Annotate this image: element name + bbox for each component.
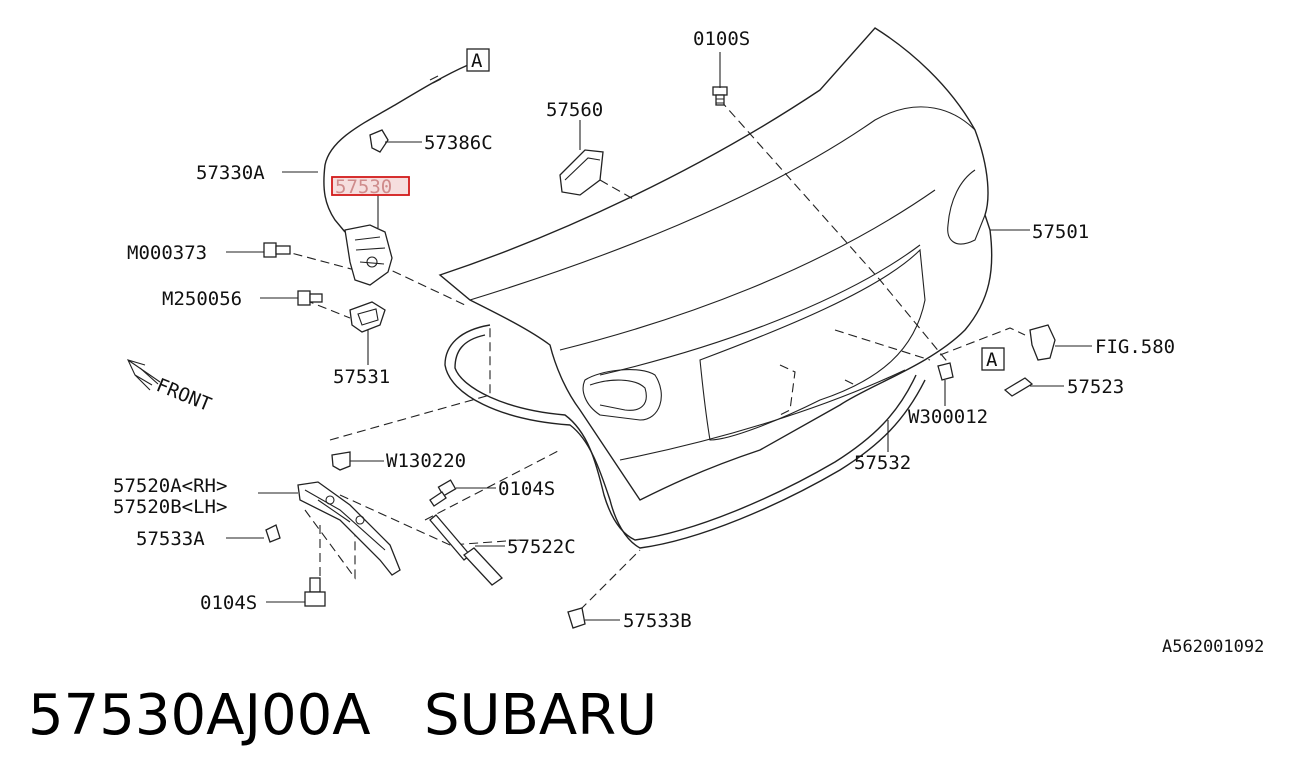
bolt-m000373 — [263, 242, 291, 258]
cable-57330a — [323, 64, 469, 233]
guide-lines — [279, 99, 1026, 611]
label-w130220: W130220 — [386, 450, 466, 472]
part-57560 — [559, 149, 604, 196]
label-fig580[interactable]: FIG.580 — [1095, 336, 1175, 358]
label-0100s-top: 0100S — [693, 28, 750, 50]
lock-57530 — [344, 224, 393, 286]
label-0104s-low: 0104S — [200, 592, 257, 614]
label-57531: 57531 — [333, 366, 390, 388]
leader-lines — [226, 52, 1092, 621]
parts-diagram: A A 0100S 57560 57386C 57330A 57530 M000… — [113, 27, 1264, 657]
marker-a-top-box — [466, 48, 490, 72]
weatherstrip — [444, 324, 926, 549]
striker-57531 — [349, 301, 386, 333]
caption-part-number: 57530AJ00A — [28, 683, 371, 748]
marker-a-right-box — [981, 347, 1005, 371]
highlight-box-57530 — [331, 176, 410, 196]
latch-fig580 — [1029, 324, 1056, 361]
bumper-57533b — [567, 607, 586, 629]
label-57523: 57523 — [1067, 376, 1124, 398]
bolt-0100s-top — [712, 86, 728, 106]
bolt-m250056 — [297, 290, 323, 306]
clip-57386c — [369, 129, 389, 153]
trunk-lid — [438, 27, 993, 501]
label-57501: 57501 — [1032, 221, 1089, 243]
marker-a-top: A — [471, 50, 483, 72]
label-front: FRONT — [153, 374, 214, 416]
front-arrow — [126, 359, 161, 391]
bolt-0104s-mid — [429, 479, 457, 507]
strut-57522c — [429, 514, 503, 586]
part-57523 — [1003, 377, 1034, 397]
label-m250056: M250056 — [162, 288, 242, 310]
label-57520a: 57520A<RH> — [113, 475, 227, 497]
part-w300012 — [937, 362, 954, 381]
part-w130220 — [331, 451, 351, 471]
hinge-57520 — [297, 481, 401, 576]
label-57386c: 57386C — [424, 132, 493, 154]
drawing-number: A562001092 — [1162, 637, 1264, 657]
bolt-0104s-low — [304, 577, 326, 607]
label-57522c: 57522C — [507, 536, 576, 558]
label-w300012: W300012 — [908, 406, 988, 428]
bumper-57533a — [265, 524, 281, 543]
label-57533a: 57533A — [136, 528, 205, 550]
label-57532: 57532 — [854, 452, 911, 474]
caption-brand: SUBARU — [423, 683, 658, 748]
label-57530[interactable]: 57530 — [335, 176, 392, 198]
label-57520b: 57520B<LH> — [113, 496, 227, 518]
label-m000373: M000373 — [127, 242, 207, 264]
label-57533b: 57533B — [623, 610, 692, 632]
marker-a-right: A — [986, 349, 998, 371]
label-57330a: 57330A — [196, 162, 265, 184]
label-57560: 57560 — [546, 99, 603, 121]
page-caption: 57530AJ00A SUBARU — [28, 683, 657, 748]
label-0104s-mid: 0104S — [498, 478, 555, 500]
